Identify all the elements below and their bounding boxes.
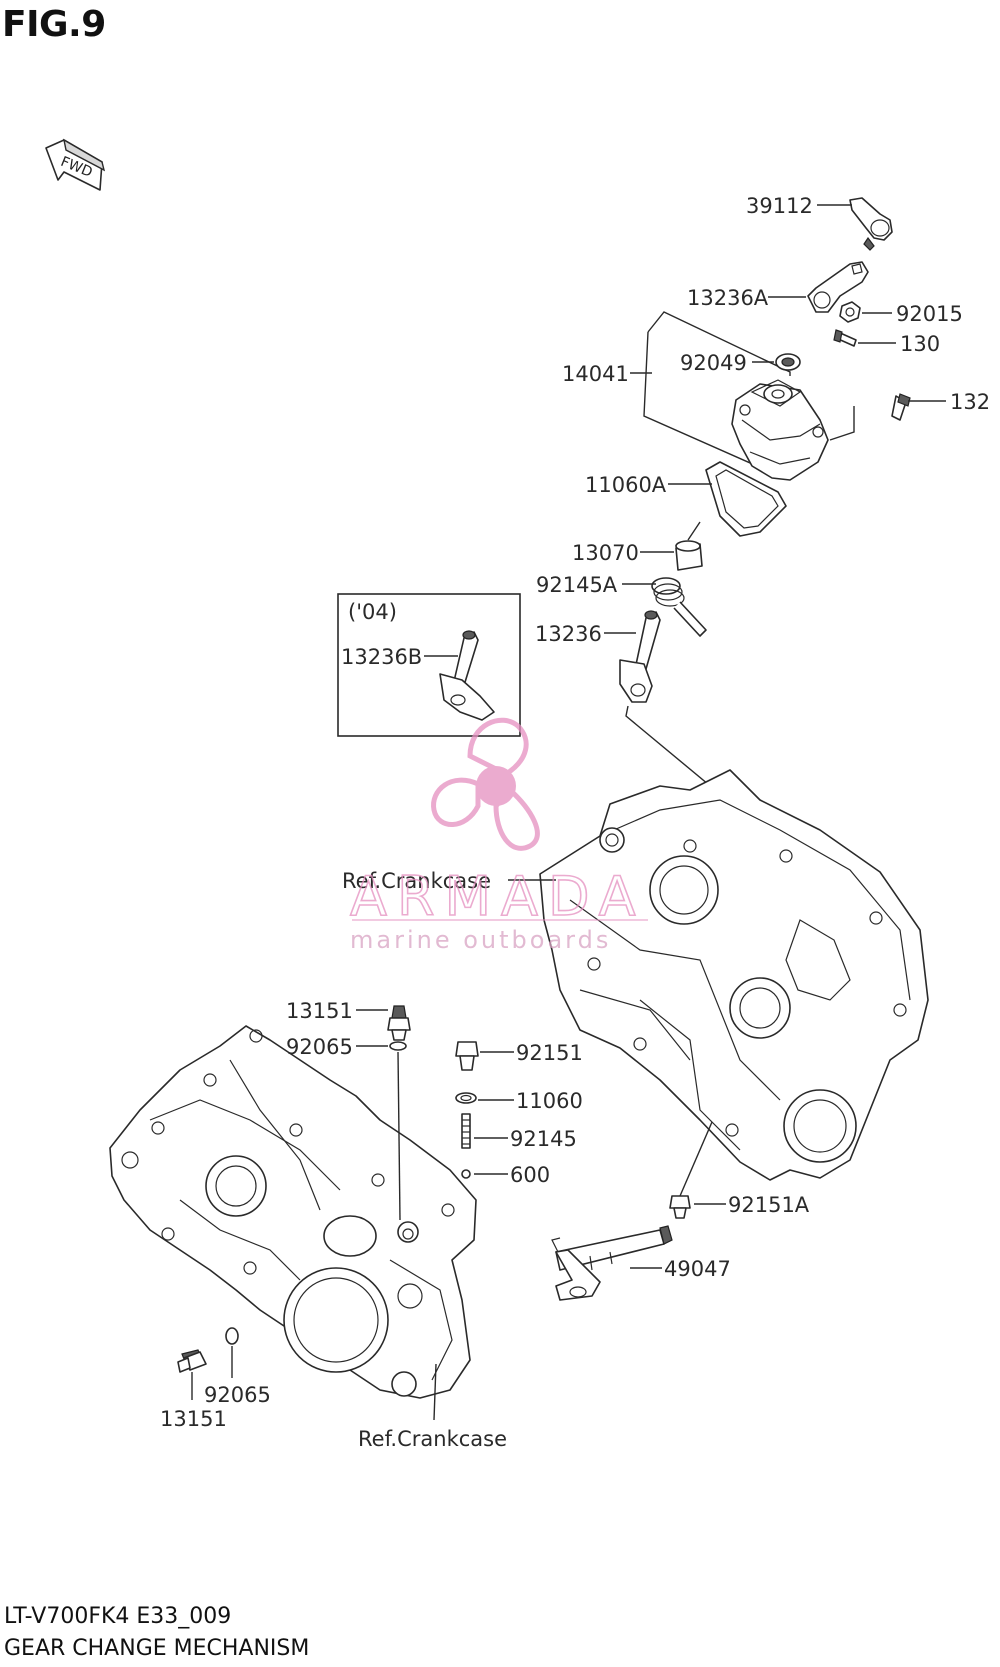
leader-132-bracket bbox=[829, 406, 855, 441]
propeller-logo-icon bbox=[431, 717, 540, 851]
spring-92145A-part[interactable] bbox=[651, 577, 707, 637]
watermark-tagline: marine outboards bbox=[350, 926, 611, 954]
callout-13070: 13070 bbox=[572, 541, 639, 565]
callout-13236: 13236 bbox=[535, 622, 602, 646]
callout-92145: 92145 bbox=[510, 1127, 577, 1151]
bolt-92151-part[interactable] bbox=[455, 1041, 479, 1071]
figure-title: FIG.9 bbox=[2, 4, 106, 45]
leader-92065-top-drop bbox=[397, 1051, 401, 1221]
switch-13151-bottom-part[interactable] bbox=[177, 1349, 207, 1373]
callout-92151A: 92151A bbox=[728, 1193, 810, 1217]
armada-watermark: ARMADA marine outboards bbox=[349, 717, 648, 954]
collar-13070-part[interactable] bbox=[675, 540, 703, 571]
callout-132: 132 bbox=[950, 390, 990, 414]
right-crankcase-part bbox=[539, 769, 929, 1181]
callout-11060A: 11060A bbox=[585, 473, 667, 497]
oil-seal-92049-part[interactable] bbox=[775, 353, 801, 371]
callout-92151: 92151 bbox=[516, 1041, 583, 1065]
callout-39112: 39112 bbox=[746, 194, 813, 218]
callout-92015: 92015 bbox=[896, 302, 963, 326]
shift-drum-49047-part[interactable] bbox=[551, 1225, 673, 1301]
washer-92065-top-part[interactable] bbox=[389, 1041, 407, 1051]
callout-130: 130 bbox=[900, 332, 940, 356]
leader-14041-bracket-left bbox=[643, 331, 785, 479]
inset-box-04 bbox=[337, 593, 521, 737]
shift-cover-housing-part[interactable] bbox=[731, 379, 829, 481]
callout-49047: 49047 bbox=[664, 1257, 731, 1281]
callout-11060: 11060 bbox=[516, 1089, 583, 1113]
bolt-130-part[interactable] bbox=[833, 329, 857, 347]
left-crankcase-part bbox=[109, 1025, 477, 1399]
callout-ref-crankcase-lower: Ref.Crankcase bbox=[358, 1427, 507, 1451]
watermark-brand: ARMADA bbox=[350, 865, 646, 928]
callout-14041: 14041 bbox=[562, 362, 629, 386]
callout-13236B: 13236B bbox=[341, 645, 422, 669]
lever-13236A-part[interactable] bbox=[807, 261, 869, 313]
gasket-11060A-part[interactable] bbox=[705, 461, 787, 537]
callout-13151-top: 13151 bbox=[286, 999, 353, 1023]
callout-92049: 92049 bbox=[680, 351, 747, 375]
washer-11060-part[interactable] bbox=[455, 1092, 477, 1104]
spring-92145-part[interactable] bbox=[461, 1113, 471, 1149]
switch-13151-top-part[interactable] bbox=[387, 1005, 411, 1041]
leader-14041-bracket-top bbox=[647, 311, 791, 376]
callout-92065-top: 92065 bbox=[286, 1035, 353, 1059]
shift-shaft-13236B-part[interactable] bbox=[439, 630, 495, 721]
ball-600-part[interactable] bbox=[461, 1169, 471, 1179]
leader-92151A-up bbox=[679, 1121, 713, 1197]
section-title: GEAR CHANGE MECHANISM bbox=[4, 1636, 310, 1661]
leader-ref-crankcase-lower bbox=[433, 1363, 437, 1421]
fwd-arrow-icon: FWD bbox=[45, 138, 106, 191]
callout-92145A: 92145A bbox=[536, 573, 618, 597]
callout-600: 600 bbox=[510, 1163, 550, 1187]
leader-13070-gap bbox=[687, 521, 701, 541]
model-code: LT-V700FK4 E33_009 bbox=[4, 1604, 232, 1629]
callout-92065-bottom: 92065 bbox=[204, 1383, 271, 1407]
shift-shaft-13236-part[interactable] bbox=[619, 610, 661, 703]
washer-92065-bottom-part[interactable] bbox=[225, 1327, 239, 1345]
shift-lever-part[interactable] bbox=[849, 197, 893, 251]
bolt-92151A-part[interactable] bbox=[669, 1195, 691, 1219]
inset-label: ('04) bbox=[348, 600, 397, 624]
callout-13236A: 13236A bbox=[687, 286, 769, 310]
callout-ref-crankcase-upper: Ref.Crankcase bbox=[342, 869, 491, 893]
callout-13151-bottom: 13151 bbox=[160, 1407, 227, 1431]
nut-92015-part[interactable] bbox=[839, 301, 861, 323]
bolt-132-part[interactable] bbox=[891, 393, 911, 421]
